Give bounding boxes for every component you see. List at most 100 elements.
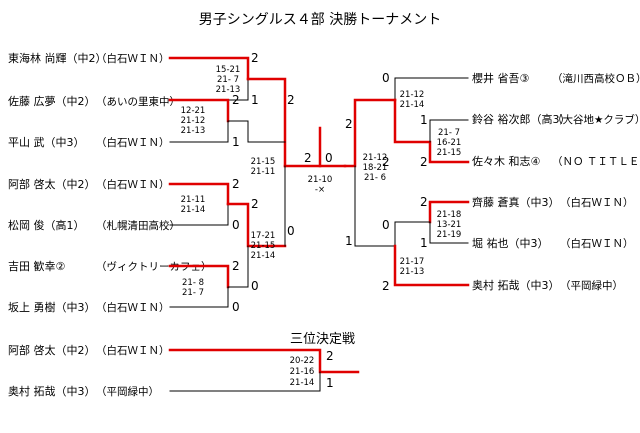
match-result: 2 [382, 279, 390, 293]
player-name: 東海林 尚輝（中2） [8, 51, 107, 65]
score-line: 16-21 [437, 138, 462, 148]
player-club: （白石ＷＩＮ） [560, 196, 634, 209]
player-entry: 佐藤 広夢（中2） （あいの里東中） [8, 94, 180, 108]
player-name: 鈴谷 裕次郎（高3） [472, 112, 571, 126]
player-entry: 平山 武（中3） （白石ＷＩＮ） [8, 136, 170, 149]
score-line: 21-15 [251, 157, 276, 167]
match-result: 2 [251, 51, 259, 65]
player-club: （札幌清田高校） [96, 219, 180, 232]
player-club: （白石ＷＩＮ） [96, 344, 170, 357]
player-club: （白石ＷＩＮ） [560, 237, 634, 250]
score-line: 21-11 [251, 167, 276, 177]
bracket-lines-third [168, 348, 360, 392]
score-line: 21-13 [400, 267, 425, 277]
match-result: 2 [420, 155, 428, 169]
score-line: 21-13 [181, 126, 206, 136]
score-line: 21- 8 [182, 278, 204, 288]
player-entry: 奥村 拓哉（中3） （平岡緑中） [472, 278, 623, 292]
player-entry: 坂上 勇樹（中3） （白石ＷＩＮ） [8, 301, 170, 314]
score-line: 21-19 [437, 230, 462, 240]
score-line: 21-12 [181, 116, 206, 126]
score-line: 17-21 [251, 231, 276, 241]
player-club: （平岡緑中） [560, 279, 623, 292]
match-result: 2 [420, 195, 428, 209]
match-result: 2 [382, 155, 390, 169]
match-result: 1 [251, 93, 259, 107]
player-entry: 阿部 啓太（中2） （白石ＷＩＮ） [8, 343, 170, 357]
bracket-lines-right [343, 77, 470, 287]
player-entry: 阿部 啓太（中2） （白石ＷＩＮ） [8, 177, 170, 191]
score-line: 18-21 [363, 163, 388, 173]
match-result: 1 [326, 376, 334, 390]
score-line: 21- 7 [217, 75, 239, 85]
player-name: 櫻井 省吾③ [472, 71, 529, 85]
third-place-label: 三位決定戦 [290, 332, 355, 347]
score-line: 21- 7 [182, 288, 204, 298]
player-entry: 東海林 尚輝（中2） （白石ＷＩＮ） [8, 51, 170, 65]
match-result: 1 [345, 234, 353, 248]
player-name: 佐藤 広夢（中2） [8, 94, 96, 108]
player-name: 松岡 俊（高1） [8, 218, 85, 232]
score-line: -× [315, 185, 325, 195]
player-name: 奥村 拓哉（中3） [8, 384, 96, 398]
bracket-title: 男子シングルス４部 決勝トーナメント [199, 12, 441, 28]
score-line: 12-21 [181, 106, 206, 116]
score-line: 21-14 [400, 100, 425, 110]
score-line: 21-11 [181, 195, 206, 205]
score-line: 21-14 [251, 251, 276, 261]
match-result: 1 [232, 135, 240, 149]
score-line: 21-10 [308, 175, 333, 185]
player-entry: 堀 祐也（中3） （白石ＷＩＮ） [472, 237, 634, 250]
player-name: 奥村 拓哉（中3） [472, 278, 560, 292]
match-result: 0 [382, 71, 390, 85]
player-name: 齊藤 蒼真（中3） [472, 195, 560, 209]
bracket-lines-left [168, 56, 347, 308]
match-result: 0 [232, 300, 240, 314]
player-club: （平岡緑中） [96, 385, 159, 398]
player-name: 佐々木 和志④ [472, 154, 540, 168]
score-line: 13-21 [437, 220, 462, 230]
player-club: （滝川西高校ＯＢ） [552, 72, 640, 85]
player-club: （あいの里東中） [96, 95, 180, 108]
score-line: 15-21 [216, 65, 241, 75]
match-result: 2 [304, 151, 312, 165]
score-line: 21-12 [363, 153, 388, 163]
score-line: 21-16 [290, 367, 315, 377]
player-entry: 奥村 拓哉（中3） （平岡緑中） [8, 384, 159, 398]
player-name: 堀 祐也（中3） [472, 237, 549, 250]
score-line: 21-13 [216, 85, 241, 95]
score-line: 21-12 [400, 90, 425, 100]
score-line: 21-14 [290, 378, 315, 388]
player-club: （白石ＷＩＮ） [96, 301, 170, 314]
match-result: 0 [325, 151, 333, 165]
match-result: 2 [232, 259, 240, 273]
match-result: 2 [251, 197, 259, 211]
score-line: 20-22 [290, 356, 315, 366]
player-entry: 鈴谷 裕次郎（高3） （大谷地★クラブ） [472, 112, 640, 126]
player-name: 平山 武（中3） [8, 136, 85, 149]
match-result: 2 [232, 177, 240, 191]
match-result: 0 [382, 218, 390, 232]
player-club: （白石ＷＩＮ） [96, 178, 170, 191]
score-line: 21-18 [437, 210, 462, 220]
player-name: 吉田 歓幸② [8, 259, 65, 273]
player-entry: 齊藤 蒼真（中3） （白石ＷＩＮ） [472, 195, 634, 209]
match-result: 0 [251, 279, 259, 293]
match-result: 2 [326, 349, 334, 363]
score-line: 21-15 [251, 241, 276, 251]
match-result: 1 [420, 236, 428, 250]
player-club: （ＮＯ ＴＩＴＬＥ） [552, 156, 640, 168]
player-name: 阿部 啓太（中2） [8, 343, 96, 357]
score-line: 21-15 [437, 148, 462, 158]
player-entry: 松岡 俊（高1） （札幌清田高校） [8, 218, 180, 232]
player-club: （大谷地★クラブ） [552, 113, 640, 126]
match-result: 0 [232, 218, 240, 232]
match-result: 0 [287, 224, 295, 238]
match-result: 1 [420, 113, 428, 127]
score-line: 21- 6 [364, 173, 386, 183]
player-entry: 櫻井 省吾③ （滝川西高校ＯＢ） [472, 71, 640, 85]
match-result: 2 [232, 93, 240, 107]
score-line: 21-17 [400, 257, 425, 267]
player-name: 阿部 啓太（中2） [8, 177, 96, 191]
